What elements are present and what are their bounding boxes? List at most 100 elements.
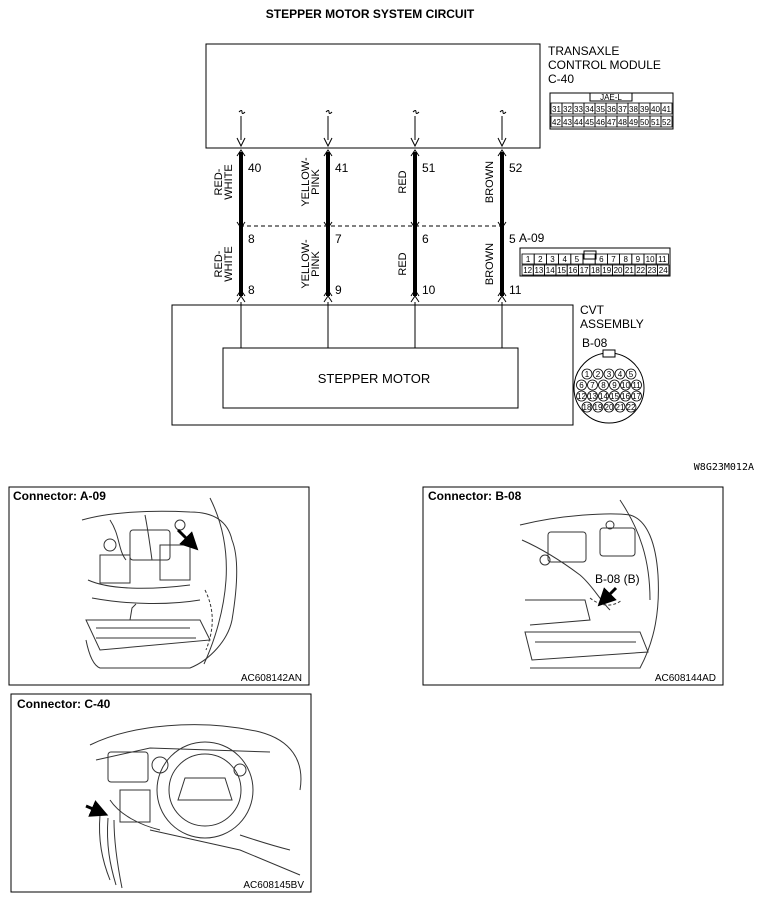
pin-arrow-icon [323, 137, 333, 148]
a09-pin-number: 16 [568, 266, 577, 275]
b08-pin-number: 18 [583, 403, 592, 412]
wire-color-label-top: RED [397, 170, 409, 193]
pin-arrow-icon [497, 137, 507, 148]
b08-pin [625, 401, 637, 413]
panel-a09-title: Connector: A-09 [13, 489, 106, 503]
b08-pin [598, 390, 609, 402]
b08-pin-number: 11 [632, 381, 641, 390]
wire-color-label-bottom: WHITE [223, 246, 235, 281]
stepper-motor-box [222, 347, 519, 409]
wire-color-label-top: RED- [213, 168, 225, 195]
b08-pin-number: 8 [601, 381, 606, 390]
panel-c40: Connector: C-40 AC608145BV [10, 693, 312, 893]
wire-color-label-top: BROWN [484, 161, 496, 203]
a09-pin-number: 13 [534, 266, 543, 275]
c40-connector-code: JAE-L [600, 93, 622, 102]
connector-chevron-icon [236, 221, 246, 229]
panel-b08: Connector: B-08 B-08 (B) AC608144AD [422, 486, 724, 686]
c40-pin-number: 42 [552, 118, 561, 127]
wire-squiggle-icon [238, 110, 246, 114]
a09-pin-number: 11 [658, 255, 667, 264]
panel-c40-title: Connector: C-40 [17, 697, 111, 711]
connector-chevron-icon [236, 149, 246, 157]
c40-pin-number: 38 [629, 105, 638, 114]
engine-bay-illustration-a09 [81, 497, 238, 669]
junction-connector-id: A-09 [519, 231, 545, 245]
pointer-arrow-icon [85, 800, 109, 817]
c40-pin-number: 37 [618, 105, 627, 114]
panel-b08-title: Connector: B-08 [428, 489, 522, 503]
wire-color-label-bottom: PINK [310, 251, 322, 277]
b08-pin [581, 401, 593, 413]
wire-color-label-bottom: YELLOW- [300, 239, 312, 289]
c40-pin-cell [660, 115, 673, 128]
b08-pin-number: 20 [605, 403, 614, 412]
b08-pin-number: 3 [607, 370, 612, 379]
a09-pin-number: 22 [636, 266, 645, 275]
a09-pin-number: 9 [636, 255, 641, 264]
b08-pin-number: 12 [577, 392, 586, 401]
b08-pin [614, 401, 626, 413]
b08-pin-number: 16 [621, 392, 630, 401]
b08-pin-number: 9 [612, 381, 617, 390]
junction-pin-number: 5 [509, 232, 516, 246]
a09-pin-number: 6 [599, 255, 604, 264]
wire-squiggle-icon [499, 110, 507, 114]
panel-b08-code: AC608144AD [655, 673, 716, 684]
c40-pin-number: 46 [596, 118, 605, 127]
c40-pin-number: 34 [585, 105, 594, 114]
module-label-line2: CONTROL MODULE [548, 58, 661, 72]
b08-pin-number: 22 [627, 403, 636, 412]
c40-pin-number: 41 [662, 105, 671, 114]
b08-pin-number: 6 [579, 381, 584, 390]
c40-pin-number: 44 [574, 118, 583, 127]
connector-chevron-icon [236, 289, 246, 303]
b08-pin [587, 390, 598, 402]
a09-pin-number: 12 [523, 266, 532, 275]
b08-pin-number: 7 [590, 381, 595, 390]
wires-group: 4088RED-WHITERED-WHITE4179YELLOW-PINKYEL… [213, 110, 523, 348]
b08-pin [603, 401, 615, 413]
c40-pin-number: 47 [607, 118, 616, 127]
connector-chevron-icon [497, 149, 507, 157]
b08-pin-number: 21 [616, 403, 625, 412]
c40-pin-number: 50 [640, 118, 649, 127]
c40-pin-number: 52 [662, 118, 671, 127]
a09-pin-number: 23 [647, 266, 656, 275]
wire-color-label-bottom: BROWN [484, 243, 496, 285]
a09-pin-cell [655, 253, 669, 265]
wire-squiggle-icon [412, 110, 420, 114]
assembly-label-line1: CVT [580, 303, 605, 317]
c40-pin-cell [660, 102, 673, 115]
b08-pin [625, 368, 637, 380]
b08-pin [609, 379, 620, 391]
connector-chevron-icon [410, 221, 420, 229]
a09-pin-number: 1 [526, 255, 531, 264]
pin-arrow-icon [410, 137, 420, 148]
junction-pin-number: 7 [335, 232, 342, 246]
a09-pin-number: 19 [602, 266, 611, 275]
assembly-label-line2: ASSEMBLY [580, 317, 644, 331]
b08-pin [598, 379, 609, 391]
figure-code: W8G23M012A [694, 462, 754, 473]
b08-pin-number: 14 [599, 392, 608, 401]
panel-a09: Connector: A-09 AC608142AN [8, 486, 310, 686]
cvt-assembly-box [171, 304, 574, 426]
top-pin-number: 51 [422, 161, 436, 175]
b08-pin-number: 15 [610, 392, 619, 401]
stepper-motor-label: STEPPER MOTOR [318, 371, 430, 386]
pointer-arrow-icon [597, 586, 618, 607]
engine-bay-illustration-b08 [519, 499, 659, 669]
pin-arrow-icon [236, 137, 246, 148]
top-pin-number: 52 [509, 161, 523, 175]
diagram-title: STEPPER MOTOR SYSTEM CIRCUIT [266, 7, 475, 21]
a09-pin-number: 24 [659, 266, 668, 275]
c40-pin-number: 49 [629, 118, 638, 127]
b08-pin [592, 401, 604, 413]
c40-pin-number: 51 [651, 118, 660, 127]
control-module-box [205, 43, 541, 149]
wire-color-label-top: WHITE [223, 164, 235, 199]
a09-pin-number: 7 [611, 255, 616, 264]
